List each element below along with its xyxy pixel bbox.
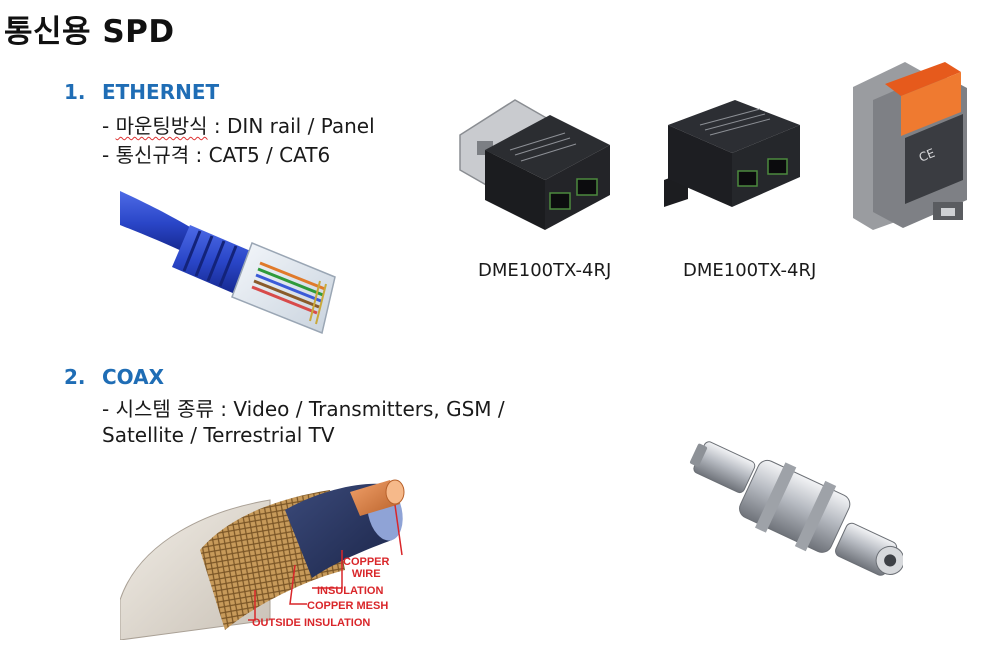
ethernet-mounting-line: - 마운팅방식 : DIN rail / Panel bbox=[102, 110, 375, 139]
rj45-cable-image bbox=[120, 185, 365, 345]
label-copper: COPPER bbox=[343, 556, 390, 568]
section-number: 1. bbox=[64, 80, 86, 104]
page-title: 통신용 SPD bbox=[4, 14, 175, 50]
coax-system-line-2: Satellite / Terrestrial TV bbox=[102, 423, 335, 447]
label-copper-mesh: COPPER MESH bbox=[307, 600, 389, 612]
label-insulation: INSULATION bbox=[317, 585, 384, 597]
standard-value: : CAT5 / CAT6 bbox=[189, 143, 331, 167]
svg-text:CE: CE bbox=[917, 146, 937, 165]
label-wire: WIRE bbox=[351, 568, 381, 580]
product-caption-1: DME100TX-4RJ bbox=[478, 260, 612, 281]
label-copper-wire: COPPER WIRE bbox=[343, 556, 389, 580]
section-heading-coax: 2. COAX bbox=[64, 365, 164, 389]
ethernet-standard-line: - 통신규격 : CAT5 / CAT6 bbox=[102, 139, 330, 168]
product-image-din bbox=[455, 95, 630, 245]
mounting-value: : DIN rail / Panel bbox=[207, 114, 375, 138]
section-title: COAX bbox=[102, 365, 165, 389]
standard-key: 통신규격 bbox=[115, 143, 190, 167]
bullet-prefix: - bbox=[102, 114, 116, 138]
section-title: ETHERNET bbox=[102, 80, 220, 104]
product-image-din-module: CE bbox=[845, 62, 975, 230]
product-image-panel bbox=[660, 95, 810, 220]
bullet-prefix: - bbox=[102, 143, 116, 167]
label-outside-insulation: OUTSIDE INSULATION bbox=[252, 617, 371, 629]
coax-system-line-1: - 시스템 종류 : Video / Transmitters, GSM / bbox=[102, 397, 505, 421]
coax-cable-diagram bbox=[120, 470, 415, 640]
section-number: 2. bbox=[64, 365, 86, 389]
coax-spd-image bbox=[688, 430, 903, 590]
product-caption-2: DME100TX-4RJ bbox=[683, 260, 817, 281]
section-heading-ethernet: 1. ETHERNET bbox=[64, 80, 219, 104]
mounting-key: 마운팅방식 bbox=[115, 114, 208, 138]
